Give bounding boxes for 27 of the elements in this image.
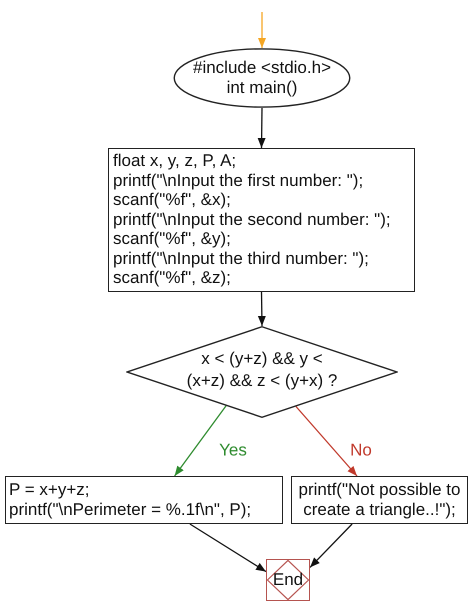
flow-arrow <box>258 292 266 326</box>
process-box <box>5 476 283 524</box>
code-line: printf("\nInput the second number: "); <box>113 210 392 229</box>
end-label: End <box>272 570 304 590</box>
flow-arrow <box>258 12 266 48</box>
code-line: printf("\nInput the first number: "); <box>113 170 364 190</box>
end-terminator <box>266 559 310 601</box>
condition-text: x < (y+z) && y < (x+z) && z < (y+x) ? <box>186 348 338 392</box>
process-box <box>291 476 468 524</box>
start-ellipse <box>173 48 351 108</box>
code-line: scanf("%f", &x); <box>113 190 232 210</box>
flow-arrow <box>310 524 353 568</box>
flow-arrow <box>190 523 266 572</box>
code-line: printf("\nPerimeter = %.1f\n", P); <box>9 500 252 520</box>
code-line: #include <stdio.h> <box>193 58 331 78</box>
code-line: printf("Not possible to create a triangle..!"); <box>298 480 462 520</box>
code-line: scanf("%f", &z); <box>113 268 232 288</box>
flow-arrow <box>258 108 266 148</box>
code-line: printf("\nInput the third number: "); <box>113 248 370 268</box>
flow-arrow <box>174 405 227 476</box>
code-line: float x, y, z, P, A; <box>113 151 238 170</box>
code-line: P = x+y+z; <box>9 480 90 500</box>
code-line: scanf("%f", &y); <box>113 229 232 248</box>
decision-diamond <box>126 326 398 418</box>
process-box <box>108 148 415 292</box>
flow-arrow <box>296 406 358 476</box>
code-line: int main() <box>226 78 298 98</box>
